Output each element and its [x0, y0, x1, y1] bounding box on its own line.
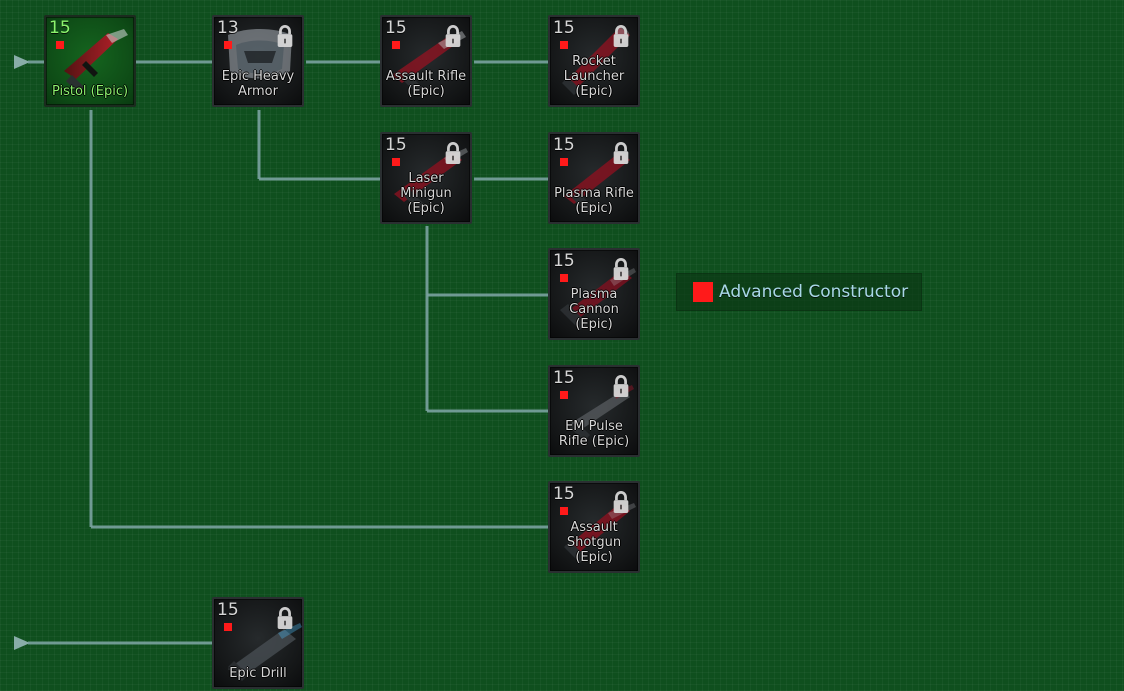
requirement-marker-icon	[224, 623, 232, 631]
node-label: Rocket Launcher (Epic)	[563, 54, 625, 99]
lock-icon	[277, 24, 293, 47]
tech-node-assault-rifle-epic[interactable]: 15 Assault Rifle (Epic)	[380, 15, 472, 107]
lock-icon	[277, 606, 293, 629]
requirement-marker-icon	[560, 507, 568, 515]
lock-icon	[613, 490, 629, 513]
tech-node-laser-minigun-epic[interactable]: 15 Laser Minigun (Epic)	[380, 132, 472, 224]
pistol-icon	[64, 29, 128, 93]
requirement-marker-icon	[560, 41, 568, 49]
requirement-marker-icon	[693, 282, 713, 302]
node-level: 15	[385, 135, 407, 155]
tech-node-em-pulse-rifle-epic[interactable]: 15 EM Pulse Rifle (Epic)	[548, 365, 640, 457]
lock-icon	[445, 24, 461, 47]
node-label: EM Pulse Rifle (Epic)	[558, 419, 630, 449]
node-level: 15	[553, 484, 575, 504]
node-level: 15	[553, 135, 575, 155]
requirement-marker-icon	[392, 158, 400, 166]
node-level: 15	[553, 18, 575, 38]
requirement-marker-icon	[560, 391, 568, 399]
requirements-legend: Advanced Constructor	[676, 273, 922, 311]
requirement-marker-icon	[560, 158, 568, 166]
node-level: 15	[385, 18, 407, 38]
lock-icon	[613, 24, 629, 47]
node-label: Pistol (Epic)	[51, 84, 129, 99]
tech-node-pistol-epic[interactable]: 15 Pistol (Epic)	[44, 15, 136, 107]
node-label: Epic Drill	[229, 666, 287, 681]
tech-node-plasma-rifle-epic[interactable]: 15 Plasma Rifle (Epic)	[548, 132, 640, 224]
node-label: Assault Shotgun (Epic)	[566, 520, 622, 565]
legend-label: Advanced Constructor	[719, 282, 909, 302]
heavy-armor-icon	[228, 29, 292, 79]
lock-icon	[613, 374, 629, 397]
requirement-marker-icon	[392, 41, 400, 49]
lock-icon	[445, 141, 461, 164]
requirement-marker-icon	[224, 41, 232, 49]
drill-icon	[228, 623, 302, 681]
tech-node-epic-heavy-armor[interactable]: 13 Epic Heavy Armor	[212, 15, 304, 107]
tree-entry-arrow-top	[14, 55, 30, 69]
node-level: 15	[553, 368, 575, 388]
node-label: Epic Heavy Armor	[221, 69, 295, 99]
tech-node-rocket-launcher-epic[interactable]: 15 Rocket Launcher (Epic)	[548, 15, 640, 107]
requirement-marker-icon	[56, 41, 64, 49]
requirement-marker-icon	[560, 274, 568, 282]
node-level: 15	[553, 251, 575, 271]
lock-icon	[613, 257, 629, 280]
node-level: 15	[217, 600, 239, 620]
tech-node-epic-drill[interactable]: 15 Epic Drill	[212, 597, 304, 689]
node-label: Laser Minigun (Epic)	[400, 171, 452, 216]
node-label: Assault Rifle (Epic)	[385, 69, 467, 99]
node-label: Plasma Rifle (Epic)	[554, 186, 634, 216]
tree-entry-arrow-bottom	[14, 636, 30, 650]
node-level: 13	[217, 18, 239, 38]
tech-node-plasma-cannon-epic[interactable]: 15 Plasma Cannon (Epic)	[548, 248, 640, 340]
lock-icon	[613, 141, 629, 164]
node-level: 15	[49, 18, 71, 38]
node-label: Plasma Cannon (Epic)	[569, 287, 619, 332]
tech-node-assault-shotgun-epic[interactable]: 15 Assault Shotgun (Epic)	[548, 481, 640, 573]
